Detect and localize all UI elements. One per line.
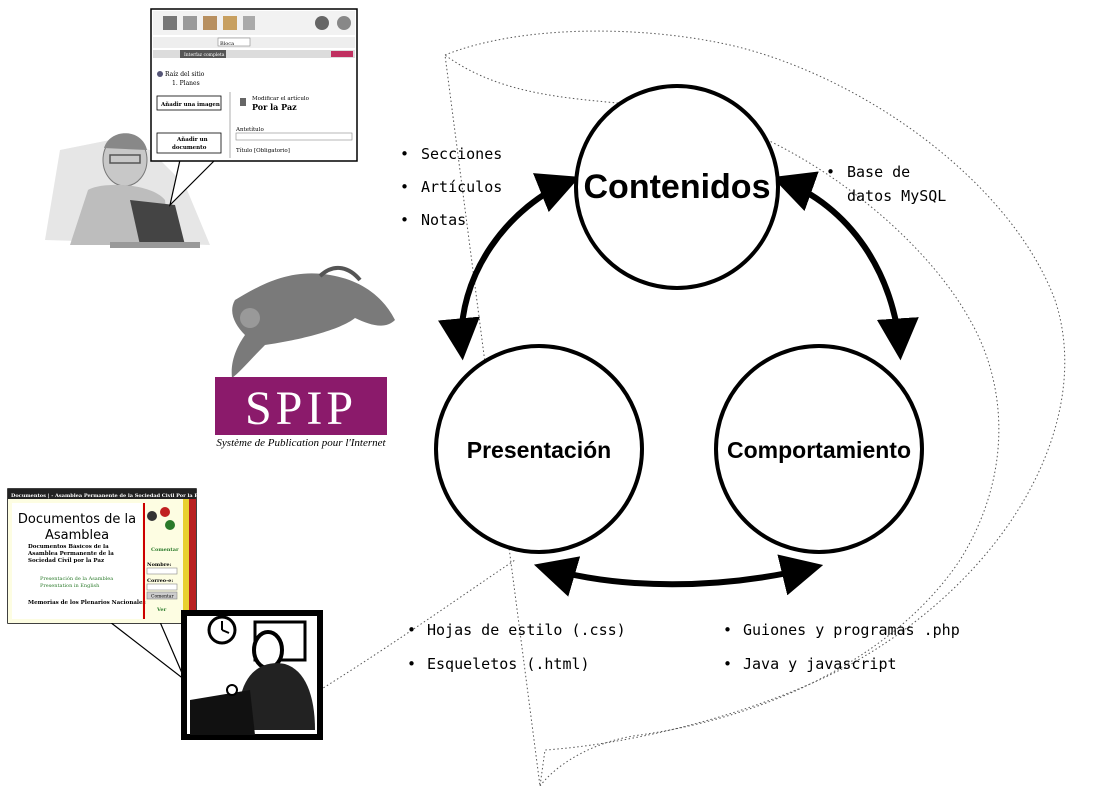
spip-logo-text: SPIP [245, 382, 357, 435]
bullet-symbol: • [407, 621, 416, 639]
website-nombre-input[interactable] [146, 567, 178, 575]
list-item: Esqueletos (.html) [427, 655, 590, 673]
bullet-symbol: • [723, 621, 732, 639]
website-link-1[interactable]: Presentación de la Asamblea [40, 575, 113, 582]
gear-icon [337, 16, 351, 30]
node-presentacion-label: Presentación [467, 437, 611, 463]
bullet-symbol: • [400, 211, 409, 229]
node-contenidos: Contenidos [574, 84, 780, 290]
add-image-button: Añadir una imagen [160, 101, 220, 108]
titulo-label: Título [Obligatorio] [236, 147, 290, 154]
editor-screenshot: Bloca Interfaz completa Raíz del sitio 1… [150, 8, 358, 207]
tools-icon [223, 16, 237, 30]
website-comentar-button[interactable] [146, 591, 178, 600]
bullet-symbol: • [723, 655, 732, 673]
list-comportamiento: • Guiones y programas .php • Java y java… [723, 621, 960, 673]
bullet-symbol: • [826, 163, 835, 181]
antetitulo-label: Antetítulo [235, 126, 264, 133]
help-icon [315, 16, 329, 30]
person-computer-illustration [45, 133, 210, 248]
list-item: Secciones [421, 145, 502, 163]
list-item: Artículos [421, 178, 502, 196]
node-presentacion: Presentación [434, 344, 644, 554]
root-link: Raíz del sitio [165, 71, 205, 78]
website-title-line2: Asamblea [45, 528, 109, 543]
website-logo-dot [147, 511, 157, 521]
website-ver-link[interactable]: Ver [156, 607, 167, 613]
users-icon [203, 16, 217, 30]
bullet-symbol: • [400, 145, 409, 163]
website-correo-input[interactable] [146, 583, 178, 591]
toolbar-field: Bloca [220, 41, 234, 47]
list-item: Guiones y programas .php [743, 621, 960, 639]
add-document-line2: documento [172, 145, 207, 151]
spip-cat-illustration [231, 265, 395, 378]
website-screenshot: Documentos | - Asamblea Permanente de la… [7, 488, 204, 682]
list-item: Base de [847, 163, 910, 181]
node-contenidos-label: Contenidos [584, 168, 771, 206]
list-item: datos MySQL [847, 187, 946, 205]
toolbar-icon [163, 16, 177, 30]
spip-logo: SPIP Système de Publication pour l'Inter… [215, 377, 387, 449]
website-link-2[interactable]: Presentation in English [40, 583, 100, 589]
office-worker-illustration [181, 610, 323, 740]
website-nombre-label: Nombre: [147, 562, 172, 568]
article-title: Por la Paz [252, 102, 297, 112]
website-button-label: Comentar [151, 594, 174, 600]
tab-active: Interfaz completa [184, 52, 225, 58]
list-presentacion: • Hojas de estilo (.css) • Esqueletos (.… [407, 621, 626, 673]
website-correo-label: Correo-e: [147, 578, 173, 584]
website-intro: Documentos Básicos de la Asamblea Perman… [28, 544, 114, 564]
section-link: 1. Planes [172, 80, 200, 87]
list-contenidos-left: • Secciones • Artículos • Notas [400, 145, 502, 229]
node-comportamiento: Comportamiento [714, 344, 924, 554]
forum-icon [243, 16, 255, 30]
modify-label: Modificar el artículo [252, 95, 310, 102]
list-contenidos-right: • Base de datos MySQL [826, 163, 946, 205]
bullet-symbol: • [407, 655, 416, 673]
bullet-symbol: • [400, 178, 409, 196]
website-comentar-label: Comentar [151, 547, 179, 553]
list-item: Notas [421, 211, 466, 229]
list-item: Java y javascript [743, 655, 897, 673]
spip-logo-box [215, 377, 387, 435]
article-icon [240, 98, 246, 106]
arrow-contenidos-presentacion [438, 173, 580, 361]
edit-icon [183, 16, 197, 30]
website-memorias: Memorias de los Plenarios Nacionales [28, 600, 146, 606]
arrow-presentacion-comportamiento [533, 554, 824, 597]
add-document-line1: Añadir un [176, 136, 208, 143]
list-item: Hojas de estilo (.css) [427, 621, 626, 639]
website-header: Documentos | - Asamblea Permanente de la… [11, 493, 204, 499]
spip-tagline: Système de Publication pour l'Internet [216, 437, 386, 449]
website-title-line1: Documentos de la [18, 512, 136, 527]
node-comportamiento-label: Comportamiento [727, 437, 911, 463]
arrow-contenidos-comportamiento [772, 171, 919, 361]
